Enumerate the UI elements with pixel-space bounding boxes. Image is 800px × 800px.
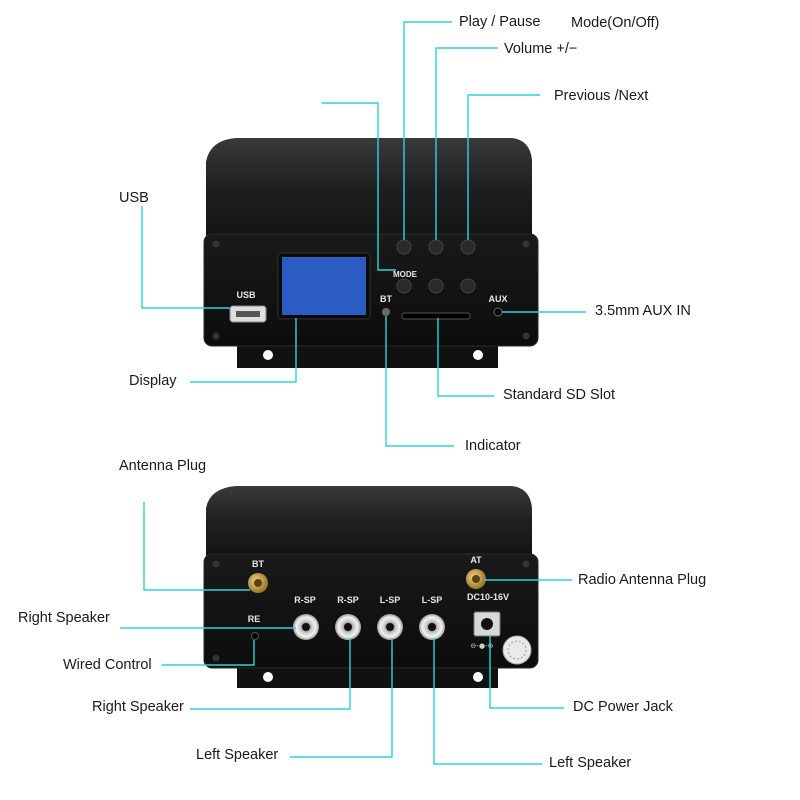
callout-sd-slot: Standard SD Slot	[503, 387, 616, 403]
line-play-pause	[403, 21, 452, 240]
callout-previous-next: Previous /Next	[554, 88, 649, 104]
line-wired-control	[162, 640, 255, 666]
next-track-button	[460, 278, 476, 294]
line-left-speaker-1	[290, 638, 393, 758]
play-pause-button	[428, 278, 444, 294]
callout-left-speaker-2: Left Speaker	[549, 755, 632, 771]
rear-foot-hole-right	[473, 672, 483, 682]
front-mounting-foot	[237, 340, 498, 368]
rear-bt-label: BT	[252, 559, 264, 569]
bt-antenna-plug-center	[254, 579, 262, 587]
aux-jack	[493, 307, 503, 317]
front-display-screen	[282, 257, 366, 315]
dc-label: DC10-16V	[467, 592, 509, 602]
callout-display: Display	[129, 373, 177, 389]
wired-control-jack	[251, 632, 259, 640]
rear-at-label: AT	[470, 555, 482, 565]
line-antenna-plug	[143, 502, 250, 591]
front-foot-hole-left	[263, 350, 273, 360]
front-aux-label: AUX	[488, 294, 507, 304]
rsp2-label: R-SP	[337, 595, 359, 605]
callout-usb: USB	[119, 190, 149, 206]
callout-wired-control: Wired Control	[63, 657, 152, 673]
rear-screw-bl	[212, 654, 220, 662]
rear-screw-tl	[212, 560, 220, 568]
re-label: RE	[248, 614, 261, 624]
rsp2-jack-center	[344, 623, 352, 631]
at-antenna-plug-center	[472, 575, 480, 583]
callout-left-speaker-1: Left Speaker	[196, 747, 279, 763]
callout-volume: Volume +/−	[504, 41, 578, 57]
callout-antenna-plug: Antenna Plug	[119, 458, 207, 474]
line-indicator	[385, 316, 454, 447]
usb-port-inner	[236, 311, 260, 317]
front-mode-label: MODE	[393, 270, 418, 279]
rsp1-jack-center	[302, 623, 310, 631]
prev-track-button	[396, 239, 412, 255]
dc-power-jack-hole	[481, 618, 493, 630]
dc-polarity-icon: ⊖-●-⊕	[471, 642, 494, 650]
fuse-holder	[502, 635, 532, 665]
callout-right-speaker-1: Right Speaker	[18, 610, 110, 626]
front-housing-top	[206, 138, 532, 236]
lsp2-label: L-SP	[422, 595, 443, 605]
lsp1-jack-center	[386, 623, 394, 631]
rear-housing-top	[206, 486, 532, 556]
callout-play-pause: Play / Pause	[459, 14, 541, 30]
line-sd-slot	[437, 318, 494, 397]
lsp1-label: L-SP	[380, 595, 401, 605]
line-display	[190, 318, 297, 383]
callout-indicator: Indicator	[465, 438, 521, 454]
rear-face-plate	[203, 553, 539, 669]
prev-next-button	[460, 239, 476, 255]
callout-dc-power-jack: DC Power Jack	[573, 699, 673, 715]
line-right-speaker-2	[190, 638, 351, 710]
fuse-holder-ridge	[507, 640, 527, 660]
front-unit: USB BT MODE AUX	[203, 138, 539, 368]
sd-slot	[401, 312, 471, 320]
front-bt-label: BT	[380, 294, 392, 304]
front-usb-label: USB	[236, 290, 256, 300]
mode-button	[396, 278, 412, 294]
line-dc-power	[489, 636, 564, 709]
front-screw-tr	[522, 240, 530, 248]
volume-button	[428, 239, 444, 255]
front-screw-bl	[212, 332, 220, 340]
rsp1-label: R-SP	[294, 595, 316, 605]
line-left-speaker-2	[433, 638, 542, 765]
lsp2-jack-center	[428, 623, 436, 631]
callout-aux-in: 3.5mm AUX IN	[595, 303, 691, 319]
callout-right-speaker-2: Right Speaker	[92, 699, 184, 715]
rear-unit: BT AT R-SP R-SP L-SP L-SP RE DC1	[203, 486, 539, 688]
line-mode	[322, 102, 396, 271]
front-foot-hole-right	[473, 350, 483, 360]
front-screw-br	[522, 332, 530, 340]
front-screw-tl	[212, 240, 220, 248]
callout-mode-on-off: Mode(On/Off)	[571, 15, 660, 31]
callout-radio-antenna-plug: Radio Antenna Plug	[578, 572, 707, 588]
line-volume	[435, 47, 498, 240]
rear-foot-hole-left	[263, 672, 273, 682]
callout-lines	[120, 21, 586, 765]
rear-screw-tr	[522, 560, 530, 568]
line-usb	[141, 206, 230, 309]
line-previous-next	[467, 94, 540, 240]
bt-indicator-led	[382, 308, 390, 316]
